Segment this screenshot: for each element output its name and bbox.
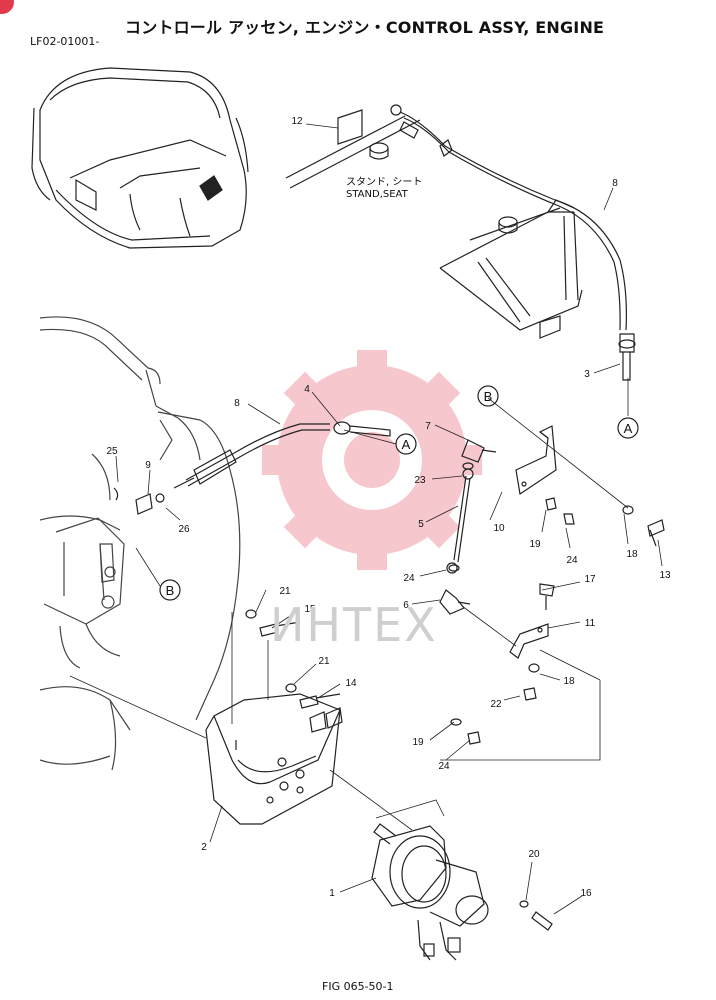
watermark-text: ИНТЕХ	[270, 598, 438, 652]
part-15: 15	[304, 604, 316, 615]
stand-seat-label: スタンド, シート STAND,SEAT	[346, 177, 422, 201]
part-9: 9	[145, 460, 151, 471]
part-21-upper: 21	[279, 586, 291, 597]
part-5: 5	[418, 519, 424, 530]
reference-circles	[159, 385, 639, 601]
ref-b-lower: B	[166, 583, 175, 598]
part-25: 25	[106, 446, 118, 457]
figure-number: FIG 065-50-1	[322, 980, 394, 993]
fasteners	[245, 462, 665, 931]
part-14: 14	[345, 678, 357, 689]
part-8-lower: 8	[234, 398, 240, 409]
cable-lower	[173, 421, 391, 489]
part-24-right: 24	[566, 555, 578, 566]
control-rod	[439, 439, 497, 615]
ref-b-upper: B	[484, 389, 493, 404]
part-17: 17	[584, 574, 596, 585]
leader-lines	[69, 123, 663, 915]
part-21-lower: 21	[318, 656, 330, 667]
part-24-rod: 24	[403, 573, 415, 584]
page-title: コントロール アッセン, エンジン・CONTROL ASSY, ENGINE	[125, 18, 605, 37]
stand-label-en: STAND,SEAT	[346, 189, 408, 200]
part-16: 16	[580, 888, 592, 899]
engine-outline	[39, 316, 241, 771]
part-13: 13	[659, 570, 671, 581]
serial-code: LF02-01001-	[30, 35, 100, 48]
part-4: 4	[304, 384, 310, 395]
seat-stand	[285, 115, 583, 339]
part-18-lower: 18	[563, 676, 575, 687]
part-24-lower: 24	[438, 761, 450, 772]
part-26: 26	[178, 524, 190, 535]
bracket-lower	[509, 623, 549, 659]
part-20: 20	[528, 849, 540, 860]
part-6: 6	[403, 600, 409, 611]
part-8-upper: 8	[612, 178, 618, 189]
motor-bracket	[205, 693, 343, 825]
part-18-upper: 18	[626, 549, 638, 560]
part-11: 11	[585, 618, 596, 629]
bracket-upper	[515, 425, 557, 496]
part-19-upper: 19	[529, 539, 541, 550]
stand-label-jp: スタンド, シート	[346, 177, 423, 188]
label-plate	[337, 109, 363, 145]
part-3: 3	[584, 369, 590, 380]
watermark-gear	[262, 350, 482, 570]
part-2: 2	[201, 842, 207, 853]
ref-a-upper: A	[624, 421, 633, 436]
part-numbers: 12 8 3 4 8 7 25 9 23 26 5 10 19 24 18 13…	[106, 116, 671, 899]
seat-illustration	[31, 67, 249, 249]
part-19-lower: 19	[412, 737, 424, 748]
cable-upper	[390, 104, 636, 381]
part-7: 7	[425, 421, 431, 432]
actuator-motor	[371, 823, 489, 961]
ref-a-lower: A	[402, 437, 411, 452]
part-10: 10	[493, 523, 505, 534]
clamp-bracket	[113, 487, 165, 515]
part-1: 1	[329, 888, 335, 899]
part-12: 12	[291, 116, 303, 127]
part-22: 22	[490, 699, 502, 710]
part-23: 23	[414, 475, 426, 486]
